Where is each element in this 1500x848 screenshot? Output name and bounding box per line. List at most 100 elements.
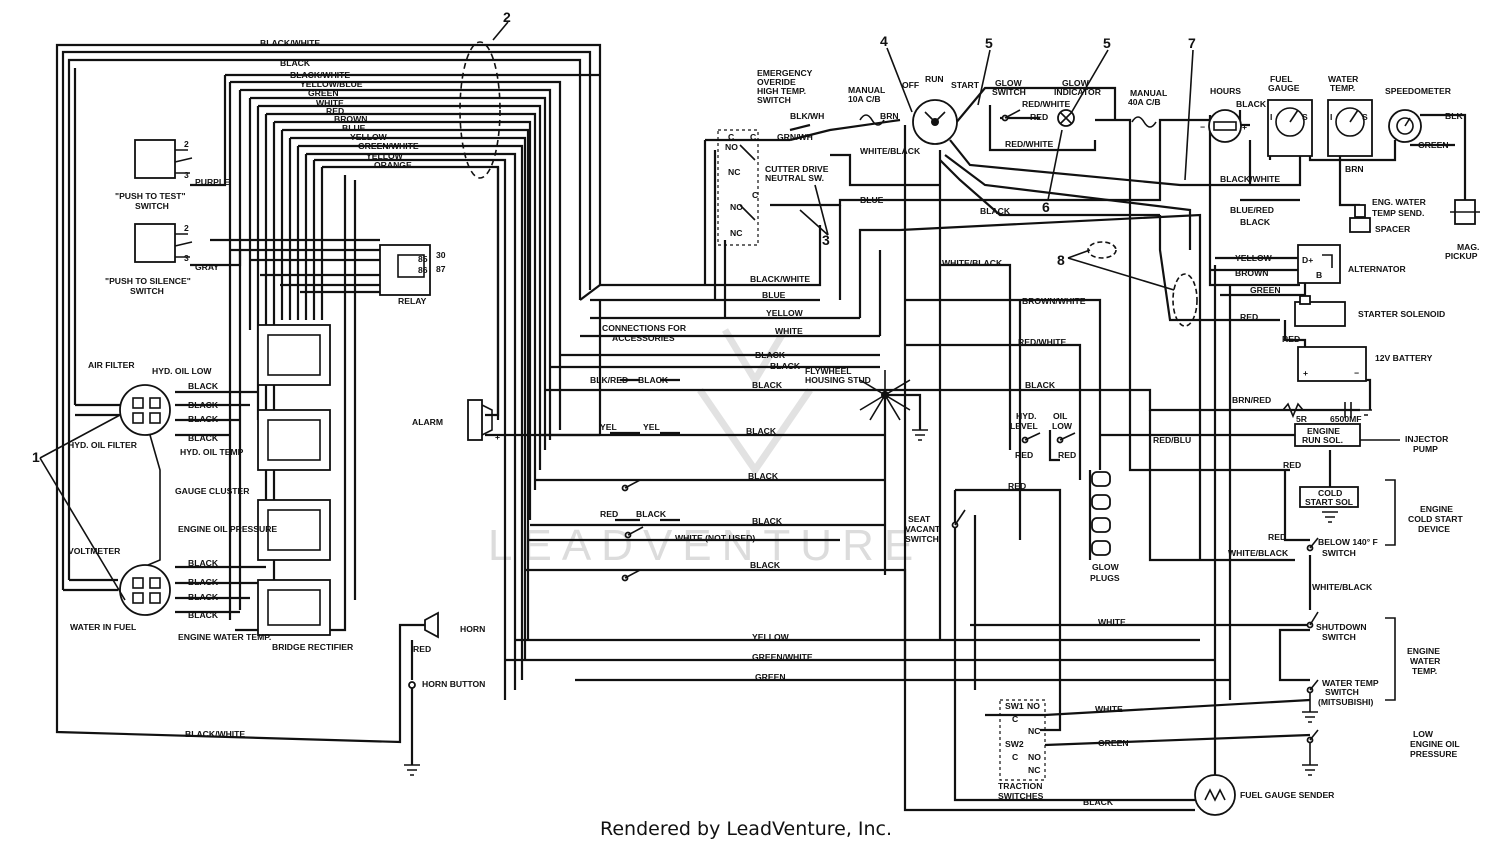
horn-button-label: HORN BUTTON bbox=[422, 679, 485, 689]
svg-text:BLACK: BLACK bbox=[770, 361, 801, 371]
svg-text:C: C bbox=[1012, 752, 1018, 762]
svg-text:GREEN/WHITE: GREEN/WHITE bbox=[358, 141, 419, 151]
bundle-8a bbox=[1087, 241, 1117, 259]
ignition-switch[interactable]: OFF RUN START bbox=[902, 74, 980, 145]
svg-text:S: S bbox=[1362, 112, 1368, 122]
red-white-glow-label: RED/WHITE bbox=[1022, 99, 1070, 109]
svg-text:HORN: HORN bbox=[460, 624, 485, 634]
hours-black-label: BLACK bbox=[1236, 99, 1267, 109]
svg-text:RED/BLU: RED/BLU bbox=[1153, 435, 1191, 445]
svg-text:START: START bbox=[951, 80, 980, 90]
hours-meter: − + bbox=[1200, 109, 1247, 143]
low-oil-pressure-switch[interactable] bbox=[1302, 729, 1319, 776]
svg-text:BLACK: BLACK bbox=[188, 400, 219, 410]
right-side-wires bbox=[885, 213, 1372, 812]
push-to-test-label2: SWITCH bbox=[135, 201, 169, 211]
hyd-oil-filter-label: HYD. OIL FILTER bbox=[68, 440, 138, 450]
svg-text:I: I bbox=[1270, 112, 1272, 122]
glow-plugs-label2: PLUGS bbox=[1090, 573, 1120, 583]
seat-label: SEAT bbox=[908, 514, 931, 524]
brn-label: BRN bbox=[880, 111, 899, 121]
green-speed-label: GREEN bbox=[1418, 140, 1449, 150]
svg-text:BLUE/RED: BLUE/RED bbox=[1230, 205, 1274, 215]
glow-indicator-lamp bbox=[1057, 109, 1075, 127]
svg-text:GRAY: GRAY bbox=[195, 262, 219, 272]
svg-text:RED: RED bbox=[1268, 532, 1286, 542]
hours-label: HOURS bbox=[1210, 86, 1241, 96]
glow-switch[interactable] bbox=[1001, 109, 1021, 122]
emergency-label: EMERGENCY bbox=[757, 68, 813, 78]
svg-text:NC: NC bbox=[730, 228, 742, 238]
svg-text:YELLOW: YELLOW bbox=[752, 632, 790, 642]
svg-text:NC: NC bbox=[728, 167, 740, 177]
svg-text:BLACK/WHITE: BLACK/WHITE bbox=[260, 38, 320, 48]
alarm: + bbox=[467, 399, 500, 442]
svg-text:30: 30 bbox=[436, 250, 446, 260]
svg-text:BLACK: BLACK bbox=[188, 610, 219, 620]
svg-text:2: 2 bbox=[184, 139, 189, 149]
svg-text:BLACK: BLACK bbox=[188, 414, 219, 424]
alarm-label: ALARM bbox=[412, 417, 443, 427]
injector-pump-label: INJECTOR bbox=[1405, 434, 1449, 444]
water-temp-sender bbox=[1349, 204, 1371, 233]
callout-4: 4 bbox=[880, 33, 888, 49]
svg-text:BLUE: BLUE bbox=[762, 290, 786, 300]
svg-text:BLACK: BLACK bbox=[1025, 380, 1056, 390]
flywheel-housing-stud bbox=[859, 370, 928, 441]
gauge-wire-labels: BLACK BLACK BLACK BLACK BLACK BLACK BLAC… bbox=[188, 381, 219, 620]
svg-text:RED: RED bbox=[1008, 481, 1026, 491]
below-140-switch[interactable] bbox=[1306, 537, 1319, 552]
shutdown-switch[interactable] bbox=[1306, 611, 1319, 629]
svg-text:+: + bbox=[1242, 122, 1247, 132]
traction-switches[interactable]: SW1 NO C NC SW2 NO C NC bbox=[999, 699, 1046, 781]
manual-40a-breaker bbox=[1131, 116, 1157, 128]
capacitor-label: 6500MF bbox=[1330, 414, 1362, 424]
engine-cold-start-label: ENGINE bbox=[1420, 504, 1453, 514]
traction-label2: SWITCHES bbox=[998, 791, 1044, 801]
water-temp-switch[interactable] bbox=[1302, 679, 1319, 723]
emergency-override-switch[interactable]: C NO C NC C NO NC bbox=[717, 129, 759, 246]
svg-text:BLACK: BLACK bbox=[638, 375, 669, 385]
below-140-label: BELOW 140° F bbox=[1318, 537, 1378, 547]
engine-water-label: ENGINE bbox=[1407, 646, 1440, 656]
center-wire-labels: BLACK/WHITE BLUE YELLOW WHITE BLACK BLAC… bbox=[590, 274, 813, 682]
hyd-level-oil-low-switches[interactable]: RED RED bbox=[1015, 432, 1076, 460]
svg-text:OFF: OFF bbox=[902, 80, 919, 90]
svg-text:BLUE: BLUE bbox=[342, 123, 366, 133]
seat-vacant-switch[interactable] bbox=[951, 509, 966, 529]
svg-text:WHITE (NOT USED): WHITE (NOT USED) bbox=[675, 533, 755, 543]
cutter-label: CUTTER DRIVE bbox=[765, 164, 829, 174]
svg-text:C: C bbox=[750, 132, 756, 142]
svg-text:PURPLE: PURPLE bbox=[195, 177, 230, 187]
center-switches[interactable] bbox=[621, 479, 644, 582]
horn[interactable]: HORN RED bbox=[398, 611, 485, 776]
fuel-gauge-sender bbox=[1194, 770, 1236, 816]
traction-label: TRACTION bbox=[998, 781, 1042, 791]
hyd-level-label: HYD. bbox=[1016, 411, 1037, 421]
svg-text:BLACK: BLACK bbox=[1083, 797, 1114, 807]
svg-text:GREEN: GREEN bbox=[755, 672, 786, 682]
mag-pickup bbox=[1450, 199, 1480, 225]
svg-text:RED: RED bbox=[1015, 450, 1033, 460]
svg-text:RED: RED bbox=[326, 106, 344, 116]
svg-text:BROWN: BROWN bbox=[334, 114, 367, 124]
engine-water-temp-label: ENGINE WATER TEMP. bbox=[178, 632, 271, 642]
resistor-capacitor bbox=[1282, 402, 1372, 419]
engine-water-label3: TEMP. bbox=[1412, 666, 1437, 676]
glow-plugs-label: GLOW bbox=[1092, 562, 1120, 572]
hyd-oil-low-label: HYD. OIL LOW bbox=[152, 366, 212, 376]
svg-text:D+: D+ bbox=[1302, 255, 1313, 265]
svg-text:BRN/RED: BRN/RED bbox=[1232, 395, 1271, 405]
push-to-test-switch[interactable]: 2 3 PURPLE bbox=[134, 139, 230, 187]
svg-text:87: 87 bbox=[436, 264, 446, 274]
svg-text:BRIDGE RECTIFIER: BRIDGE RECTIFIER bbox=[272, 642, 354, 652]
air-filter-label: AIR FILTER bbox=[88, 360, 135, 370]
engine-water-bracket bbox=[1385, 617, 1396, 701]
emergency-label3: HIGH TEMP. bbox=[757, 86, 806, 96]
svg-text:BLACK: BLACK bbox=[188, 381, 219, 391]
top-center-wires bbox=[703, 86, 1467, 680]
push-to-silence-switch[interactable]: 2 3 GRAY bbox=[134, 223, 219, 272]
fuel-gauge-label: FUEL bbox=[1270, 74, 1292, 84]
hyd-level-label2: LEVEL bbox=[1010, 421, 1038, 431]
manual-10a-label: MANUAL bbox=[848, 85, 885, 95]
